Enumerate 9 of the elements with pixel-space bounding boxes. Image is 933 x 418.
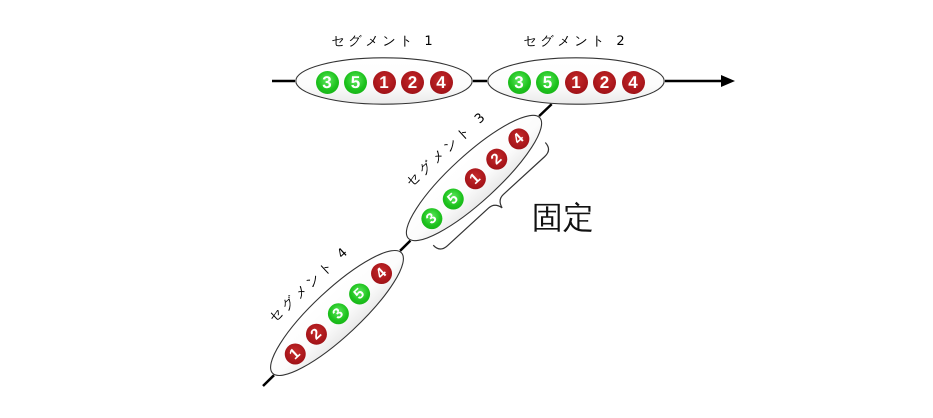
arrow	[665, 75, 735, 87]
annotation-text: 固定	[532, 199, 594, 238]
connector-line	[538, 103, 553, 117]
connector-line	[473, 80, 487, 82]
segment-label: セグメント 2	[523, 33, 629, 51]
segment-label: セグメント 1	[331, 33, 437, 51]
connector-line	[272, 80, 295, 82]
connector-line	[399, 240, 412, 252]
connector-line	[262, 374, 275, 387]
